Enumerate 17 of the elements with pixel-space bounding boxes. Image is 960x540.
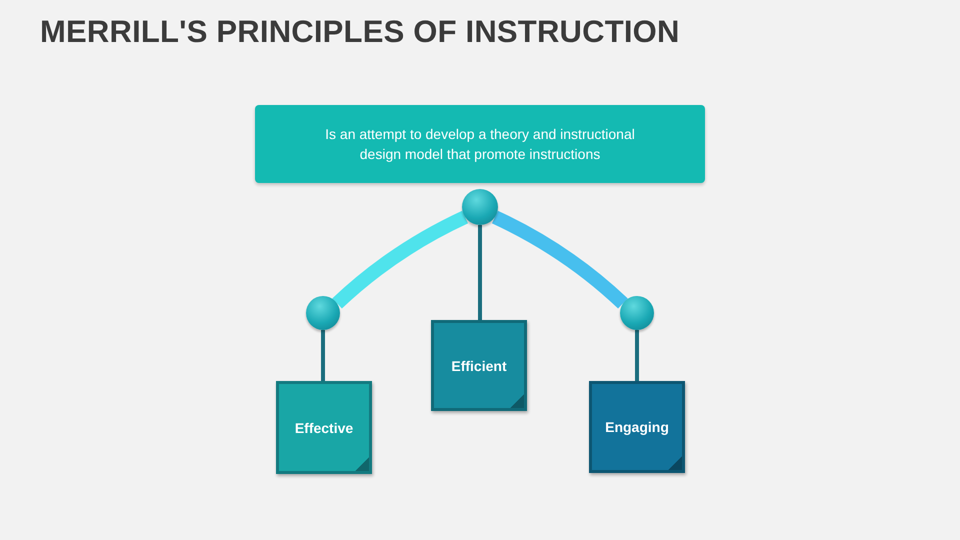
connector-line	[321, 330, 325, 381]
note-card	[276, 381, 372, 474]
connector-ball	[306, 296, 340, 330]
connector-ball	[620, 296, 654, 330]
card-label: Effective	[294, 420, 354, 436]
connector-band	[332, 210, 468, 309]
note-card	[431, 320, 527, 411]
connector-ball	[462, 189, 498, 225]
connector-line	[635, 330, 639, 381]
title: MERRILL'S PRINCIPLES OF INSTRUCTION	[40, 14, 680, 50]
banner-text: Is an attempt to develop a theory and instructional design model that promote instructions	[324, 124, 636, 164]
card-label: Efficient	[451, 358, 507, 374]
note-card	[589, 381, 685, 473]
scroll-banner	[255, 105, 705, 183]
connector-band	[492, 210, 628, 309]
connector-line	[478, 225, 482, 320]
card-label: Engaging	[605, 419, 669, 435]
